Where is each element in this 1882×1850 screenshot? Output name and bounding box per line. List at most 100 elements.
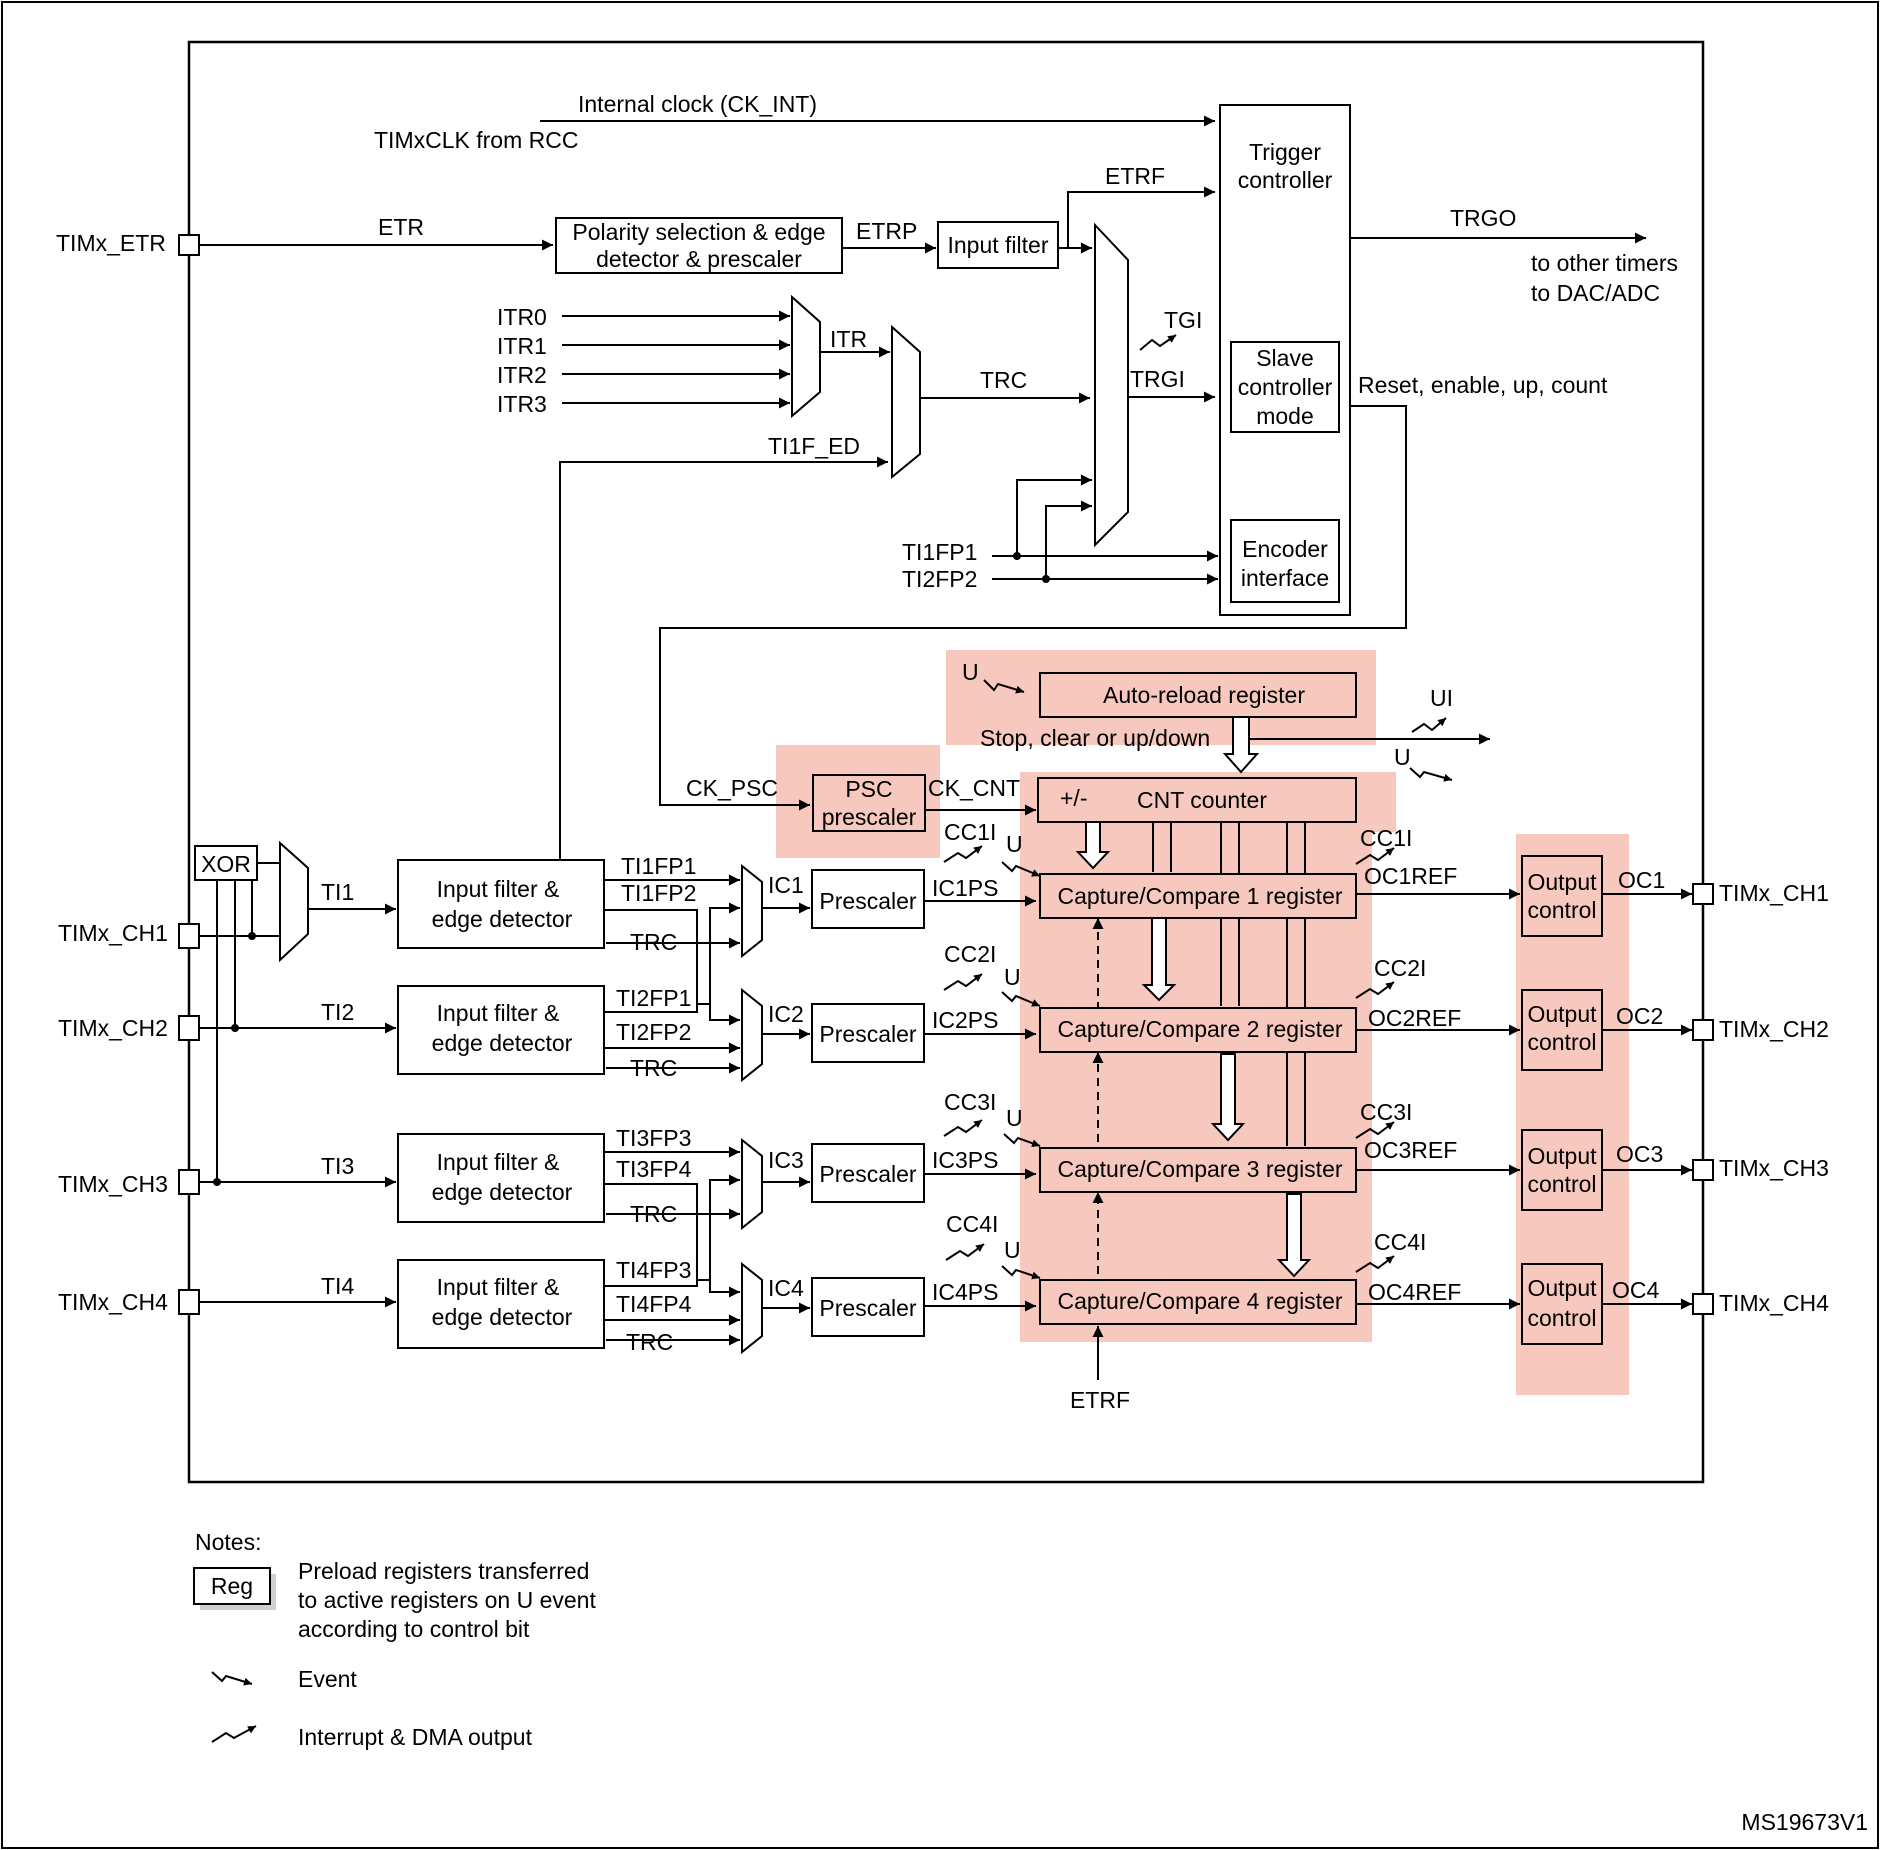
svg-text:TI1FP1: TI1FP1 — [621, 853, 696, 879]
svg-text:TI1FP1: TI1FP1 — [902, 539, 977, 565]
svg-text:edge detector: edge detector — [432, 906, 573, 932]
svg-text:Capture/Compare 3 register: Capture/Compare 3 register — [1057, 1156, 1342, 1182]
ch4-out-pin — [1692, 1293, 1714, 1315]
svg-text:ITR2: ITR2 — [497, 362, 547, 388]
svg-text:ETRP: ETRP — [856, 218, 917, 244]
svg-text:IC2: IC2 — [768, 1001, 804, 1027]
ch1-out-pin — [1692, 883, 1714, 905]
svg-text:XOR: XOR — [201, 851, 251, 877]
etr-pin — [178, 234, 200, 256]
svg-text:Input filter &: Input filter & — [437, 1000, 560, 1026]
svg-text:Capture/Compare 2 register: Capture/Compare 2 register — [1057, 1016, 1342, 1042]
reload-transfer-arrow — [1222, 716, 1260, 774]
svg-text:TRGO: TRGO — [1450, 205, 1516, 231]
event-symbol — [211, 1671, 253, 1686]
ic-prescalers: IC1 Prescaler IC2 Prescaler IC3 Prescale… — [762, 869, 925, 1337]
svg-text:ITR1: ITR1 — [497, 333, 547, 359]
svg-text:TI3FP3: TI3FP3 — [616, 1125, 691, 1151]
svg-text:U: U — [1004, 964, 1021, 990]
svg-text:Prescaler: Prescaler — [819, 1295, 916, 1321]
svg-text:TI4FP4: TI4FP4 — [616, 1291, 692, 1317]
svg-text:control: control — [1527, 1171, 1596, 1197]
ch34-routing: TI3FP3 TI3FP4 TRC TI4FP3 TI4FP4 TRC — [604, 1125, 763, 1355]
svg-text:TI2FP2: TI2FP2 — [616, 1019, 691, 1045]
cc1-to-cc2-arrow — [1141, 917, 1177, 1002]
input-filter-ch4 — [397, 1259, 605, 1349]
svg-text:OC3: OC3 — [1616, 1141, 1663, 1167]
ic4-mux — [741, 1261, 763, 1355]
output-control-1 — [1521, 855, 1603, 937]
svg-text:IC3PS: IC3PS — [932, 1147, 998, 1173]
svg-text:Capture/Compare 4 register: Capture/Compare 4 register — [1057, 1288, 1342, 1314]
input-filters: Input filter & edge detector Input filte… — [397, 859, 605, 1349]
svg-text:+/-: +/- — [1060, 785, 1087, 811]
svg-text:CK_CNT: CK_CNT — [928, 775, 1020, 801]
svg-text:TGI: TGI — [1164, 307, 1202, 333]
svg-text:TI1: TI1 — [321, 879, 354, 905]
svg-text:CNT counter: CNT counter — [1137, 787, 1267, 813]
svg-text:TRC: TRC — [630, 929, 677, 955]
svg-text:control: control — [1527, 1305, 1596, 1331]
trgi-mux — [1094, 222, 1129, 548]
svg-text:Prescaler: Prescaler — [819, 1021, 916, 1047]
svg-text:CC2I: CC2I — [1374, 955, 1426, 981]
svg-text:ETRF: ETRF — [1105, 163, 1165, 189]
svg-text:IC1: IC1 — [768, 872, 804, 898]
cc2-register — [1039, 1007, 1357, 1053]
ch3-out-pin — [1692, 1159, 1714, 1181]
ch1-pin — [178, 923, 200, 949]
svg-text:TI1F_ED: TI1F_ED — [768, 433, 860, 459]
svg-text:edge detector: edge detector — [432, 1304, 573, 1330]
svg-text:Slave: Slave — [1256, 345, 1314, 371]
ch12-routing: TI1FP1 TI1FP2 TRC TI2FP1 TI2FP2 TRC — [604, 853, 763, 1083]
svg-text:detector & prescaler: detector & prescaler — [596, 246, 802, 272]
channel-pins: TIMx_CH1 TIMx_CH2 TIMx_CH3 TIMx_CH4 — [58, 920, 200, 1315]
cc1-register — [1039, 873, 1357, 919]
output-refs: CC1I OC1REF CC2I OC2REF CC3I OC3REF CC4I… — [1355, 825, 1520, 1310]
trc-mux — [891, 324, 921, 480]
svg-text:TI3: TI3 — [321, 1153, 354, 1179]
svg-text:CC3I: CC3I — [944, 1089, 996, 1115]
ic2-mux — [741, 987, 763, 1083]
svg-text:ITR0: ITR0 — [497, 304, 547, 330]
svg-text:Output: Output — [1527, 1143, 1597, 1169]
ch2-out-pin — [1692, 1019, 1714, 1041]
svg-text:ETR: ETR — [378, 214, 424, 240]
svg-text:IC1PS: IC1PS — [932, 875, 998, 901]
itr-mux — [791, 294, 821, 419]
svg-text:CC4I: CC4I — [946, 1211, 998, 1237]
svg-text:OC4: OC4 — [1612, 1277, 1660, 1303]
svg-text:OC1REF: OC1REF — [1364, 863, 1457, 889]
svg-text:CC1I: CC1I — [944, 819, 996, 845]
svg-text:TI1FP2: TI1FP2 — [621, 880, 696, 906]
svg-text:TRC: TRC — [630, 1201, 677, 1227]
svg-text:Output: Output — [1527, 1275, 1597, 1301]
svg-text:control: control — [1527, 897, 1596, 923]
svg-text:U: U — [1006, 831, 1023, 857]
ch3-pin-label: TIMx_CH3 — [58, 1171, 168, 1197]
output-controls: Output control Output control Output con… — [1521, 855, 1829, 1345]
figure-id: MS19673V1 — [1741, 1809, 1868, 1835]
svg-text:Output: Output — [1527, 869, 1597, 895]
ic3-mux — [741, 1137, 763, 1231]
slave-controller-box — [1230, 341, 1340, 433]
svg-text:to active registers on U event: to active registers on U event — [298, 1587, 596, 1613]
svg-text:Notes:: Notes: — [195, 1529, 261, 1555]
svg-text:U: U — [1394, 744, 1411, 770]
svg-text:OC1: OC1 — [1618, 867, 1665, 893]
counter-section: U Auto-reload register Stop, clear or up… — [812, 659, 1490, 832]
svg-text:CC3I: CC3I — [1360, 1099, 1412, 1125]
svg-text:interface: interface — [1241, 565, 1329, 591]
ch4-pin — [178, 1289, 200, 1315]
svg-text:CC2I: CC2I — [944, 941, 996, 967]
svg-text:to DAC/ADC: to DAC/ADC — [1531, 280, 1660, 306]
svg-text:Output: Output — [1527, 1001, 1597, 1027]
cc2-to-cc3-arrow — [1210, 1053, 1246, 1142]
svg-text:ITR: ITR — [830, 326, 867, 352]
svg-text:Input filter &: Input filter & — [437, 1149, 560, 1175]
svg-text:TRC: TRC — [980, 367, 1027, 393]
cc3-to-cc4-arrow — [1276, 1193, 1312, 1278]
svg-text:Input filter: Input filter — [948, 232, 1049, 258]
